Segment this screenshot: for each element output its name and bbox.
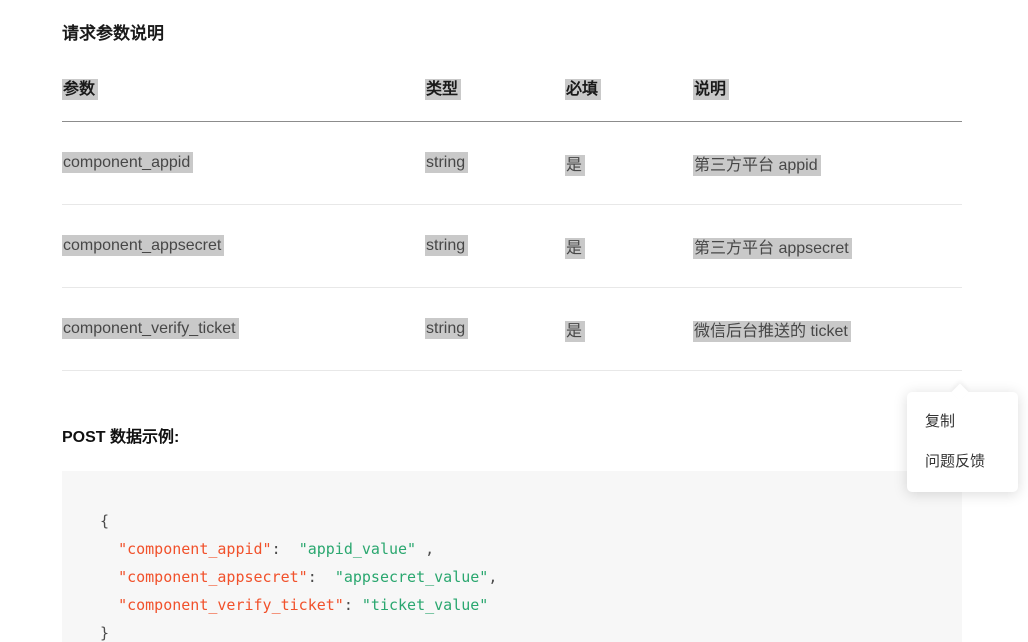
params-table: 参数 类型 必填 说明 component_appid string 是 第三方… xyxy=(62,43,962,371)
required-text: 是 xyxy=(565,238,586,259)
cell-param: component_verify_ticket xyxy=(62,287,425,371)
type-text: string xyxy=(425,235,469,256)
cell-desc: 微信后台推送的 ticket xyxy=(693,287,962,371)
desc-text: 微信后台推送的 ticket xyxy=(693,321,851,342)
menu-item-feedback[interactable]: 问题反馈 xyxy=(907,442,1018,482)
table-header-row: 参数 类型 必填 说明 xyxy=(62,43,962,122)
desc-text: 第三方平台 appid xyxy=(693,155,821,176)
menu-item-copy[interactable]: 复制 xyxy=(907,402,1018,442)
table-row: component_appsecret string 是 第三方平台 appse… xyxy=(62,204,962,288)
json-value: "appid_value" xyxy=(298,540,417,558)
code-indent xyxy=(100,540,118,558)
header-type: 类型 xyxy=(425,43,565,122)
param-text: component_appid xyxy=(62,152,194,173)
header-desc: 说明 xyxy=(693,43,962,122)
type-text: string xyxy=(425,318,469,339)
code-indent xyxy=(100,568,118,586)
cell-type: string xyxy=(425,287,565,371)
page-title: 请求参数说明 xyxy=(62,24,164,43)
cell-param: component_appsecret xyxy=(62,204,425,288)
cell-desc: 第三方平台 appid xyxy=(693,121,962,205)
json-colon: : xyxy=(271,540,299,558)
code-block: { "component_appid": "appid_value" , "co… xyxy=(62,471,962,642)
header-type-text: 类型 xyxy=(425,79,462,100)
param-text: component_verify_ticket xyxy=(62,318,239,339)
cell-param: component_appid xyxy=(62,121,425,205)
open-brace: { xyxy=(100,512,110,530)
code-line: { xyxy=(100,507,942,535)
cell-required: 是 xyxy=(565,121,693,205)
header-param-text: 参数 xyxy=(62,79,99,100)
cell-type: string xyxy=(425,204,565,288)
json-key: "component_appid" xyxy=(118,540,272,558)
table-row: component_verify_ticket string 是 微信后台推送的… xyxy=(62,287,962,371)
type-text: string xyxy=(425,152,469,173)
json-comma: , xyxy=(488,568,498,586)
cell-required: 是 xyxy=(565,287,693,371)
post-example-title: POST 数据示例: xyxy=(62,429,180,446)
json-key: "component_appsecret" xyxy=(118,568,308,586)
header-param: 参数 xyxy=(62,43,425,122)
code-line: "component_appsecret": "appsecret_value"… xyxy=(100,563,942,591)
json-comma: , xyxy=(416,540,435,558)
header-desc-text: 说明 xyxy=(693,79,730,100)
required-text: 是 xyxy=(565,155,586,176)
code-line: "component_verify_ticket": "ticket_value… xyxy=(100,591,942,619)
code-line: "component_appid": "appid_value" , xyxy=(100,535,942,563)
close-brace: } xyxy=(100,624,110,642)
code-line: } xyxy=(100,619,942,642)
param-text: component_appsecret xyxy=(62,235,225,256)
json-value: "appsecret_value" xyxy=(334,568,489,586)
cell-desc: 第三方平台 appsecret xyxy=(693,204,962,288)
cell-type: string xyxy=(425,121,565,205)
desc-text: 第三方平台 appsecret xyxy=(693,238,852,259)
json-colon: : xyxy=(343,596,362,614)
json-colon: : xyxy=(307,568,335,586)
required-text: 是 xyxy=(565,321,586,342)
header-required-text: 必填 xyxy=(565,79,602,100)
header-required: 必填 xyxy=(565,43,693,122)
json-key: "component_verify_ticket" xyxy=(118,596,344,614)
table-row: component_appid string 是 第三方平台 appid xyxy=(62,121,962,205)
cell-required: 是 xyxy=(565,204,693,288)
code-indent xyxy=(100,596,118,614)
doc-content: 请求参数说明 参数 类型 必填 说明 component_appid strin… xyxy=(0,25,1028,642)
json-value: "ticket_value" xyxy=(361,596,489,614)
context-menu: 复制 问题反馈 xyxy=(907,383,1018,492)
